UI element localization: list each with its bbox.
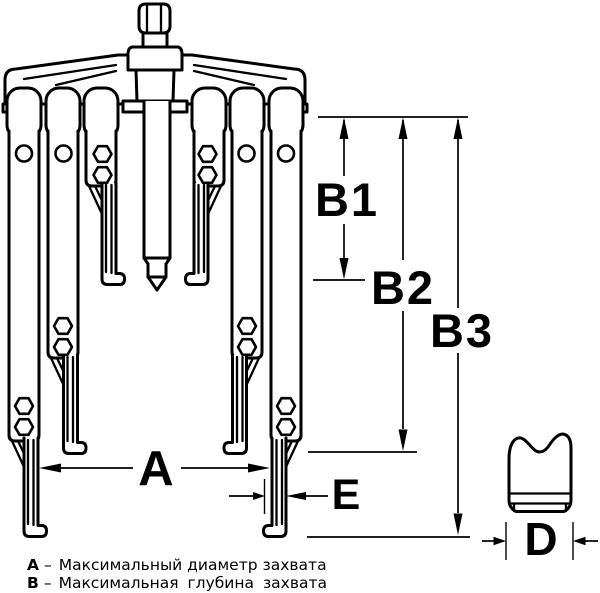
- screw-tip: [146, 275, 168, 292]
- pivot-hole: [237, 144, 256, 163]
- yoke-edge-line: [192, 69, 256, 87]
- legend-separator: –: [44, 556, 52, 574]
- hex-bolt: [92, 165, 113, 185]
- legend-key-a: A: [27, 556, 39, 574]
- arm-knuckles: [5, 86, 305, 140]
- yoke-edge-line: [54, 69, 118, 87]
- legend-line-1: A–Максимальный диаметр захвата: [27, 556, 327, 574]
- hex-bolt: [275, 396, 297, 416]
- screw-spindle: [121, 2, 189, 292]
- screw-hex-head: [137, 2, 172, 35]
- screw-shaft: [142, 99, 172, 260]
- hex-bolt: [197, 165, 218, 185]
- hook-leg-right-inner: [184, 181, 210, 286]
- dimension-label-b3: B3: [430, 304, 494, 357]
- dimension-b2: B2: [308, 117, 435, 453]
- screw-boss: [134, 68, 176, 103]
- arm-knuckle: [44, 86, 82, 140]
- dimension-annotations: B1 B2 B3 A: [39, 116, 598, 565]
- legend-line-2: B–Максимальная глубина захвата: [27, 574, 327, 592]
- arm-bar-right-outer: [269, 129, 303, 443]
- arrowhead-left: [39, 463, 61, 473]
- hex-bolt: [52, 316, 74, 336]
- hook-leg-right-outer: [262, 436, 288, 538]
- hex-bolt: [13, 417, 35, 437]
- dimension-label-b2: B2: [371, 261, 435, 314]
- arrowhead-down: [453, 513, 463, 535]
- legend-text-a: Максимальный диаметр захвата: [59, 556, 327, 574]
- arrowhead-left: [286, 492, 306, 500]
- legend-text-b: Максимальная глубина захвата: [59, 574, 327, 592]
- pivot-hole: [276, 144, 296, 163]
- hook-leg-left-middle: [62, 353, 88, 455]
- pivot-holes: [14, 144, 296, 163]
- puller-drawing: [1, 2, 309, 538]
- clamp-shoe-outline: [507, 432, 573, 513]
- arrowhead-left: [573, 536, 586, 546]
- arrowhead-down: [339, 258, 349, 280]
- hook-leg-left-outer: [22, 436, 48, 538]
- arrowhead-up: [453, 117, 463, 139]
- dimension-label-a: A: [138, 442, 173, 496]
- legend-key-b: B: [27, 574, 39, 592]
- screw-chamfer: [142, 256, 172, 279]
- arrowhead-up: [339, 117, 349, 139]
- pivot-hole: [14, 144, 34, 163]
- arm-bar-left-outer: [7, 129, 41, 443]
- legend-separator: –: [44, 574, 52, 592]
- arrowhead-right: [253, 492, 265, 500]
- yoke-edge-line: [22, 63, 118, 81]
- dimension-label-e: E: [332, 471, 361, 519]
- hex-bolt: [13, 396, 35, 416]
- arm-knuckle: [5, 86, 43, 140]
- hex-bolt: [236, 337, 258, 357]
- dimension-b3: B3: [307, 117, 494, 538]
- dimension-e: E: [229, 471, 360, 519]
- arm-knuckle: [190, 86, 228, 140]
- arrowhead-right: [493, 536, 506, 546]
- dimension-label-b1: B1: [315, 173, 379, 226]
- arrowhead-up: [398, 117, 408, 139]
- screw-neck: [141, 31, 169, 49]
- clamp-shoe-detail: [507, 432, 573, 513]
- arm-knuckle: [82, 86, 120, 140]
- hex-bolt: [275, 417, 297, 437]
- dimension-b1: B1: [313, 117, 379, 281]
- dimension-d: D: [482, 513, 598, 565]
- arrowhead-right: [248, 463, 270, 473]
- hex-bolt: [236, 316, 258, 336]
- screw-collar: [126, 45, 184, 72]
- arm-knuckle: [267, 86, 305, 140]
- hex-bolt: [197, 144, 218, 164]
- dimension-label-d: D: [524, 513, 557, 565]
- hook-leg-right-middle: [222, 353, 248, 455]
- legend: A–Максимальный диаметр захвата B–Максима…: [27, 556, 327, 592]
- hook-leg-left-inner: [100, 181, 126, 286]
- pivot-hole: [54, 144, 73, 163]
- hex-bolt: [52, 337, 74, 357]
- arm-knuckle: [228, 86, 266, 140]
- yoke-edge-line: [192, 63, 288, 81]
- arrowhead-down: [398, 429, 408, 451]
- hook-legs: [22, 181, 288, 538]
- dimension-a: A: [39, 442, 270, 496]
- hex-bolt: [92, 144, 113, 164]
